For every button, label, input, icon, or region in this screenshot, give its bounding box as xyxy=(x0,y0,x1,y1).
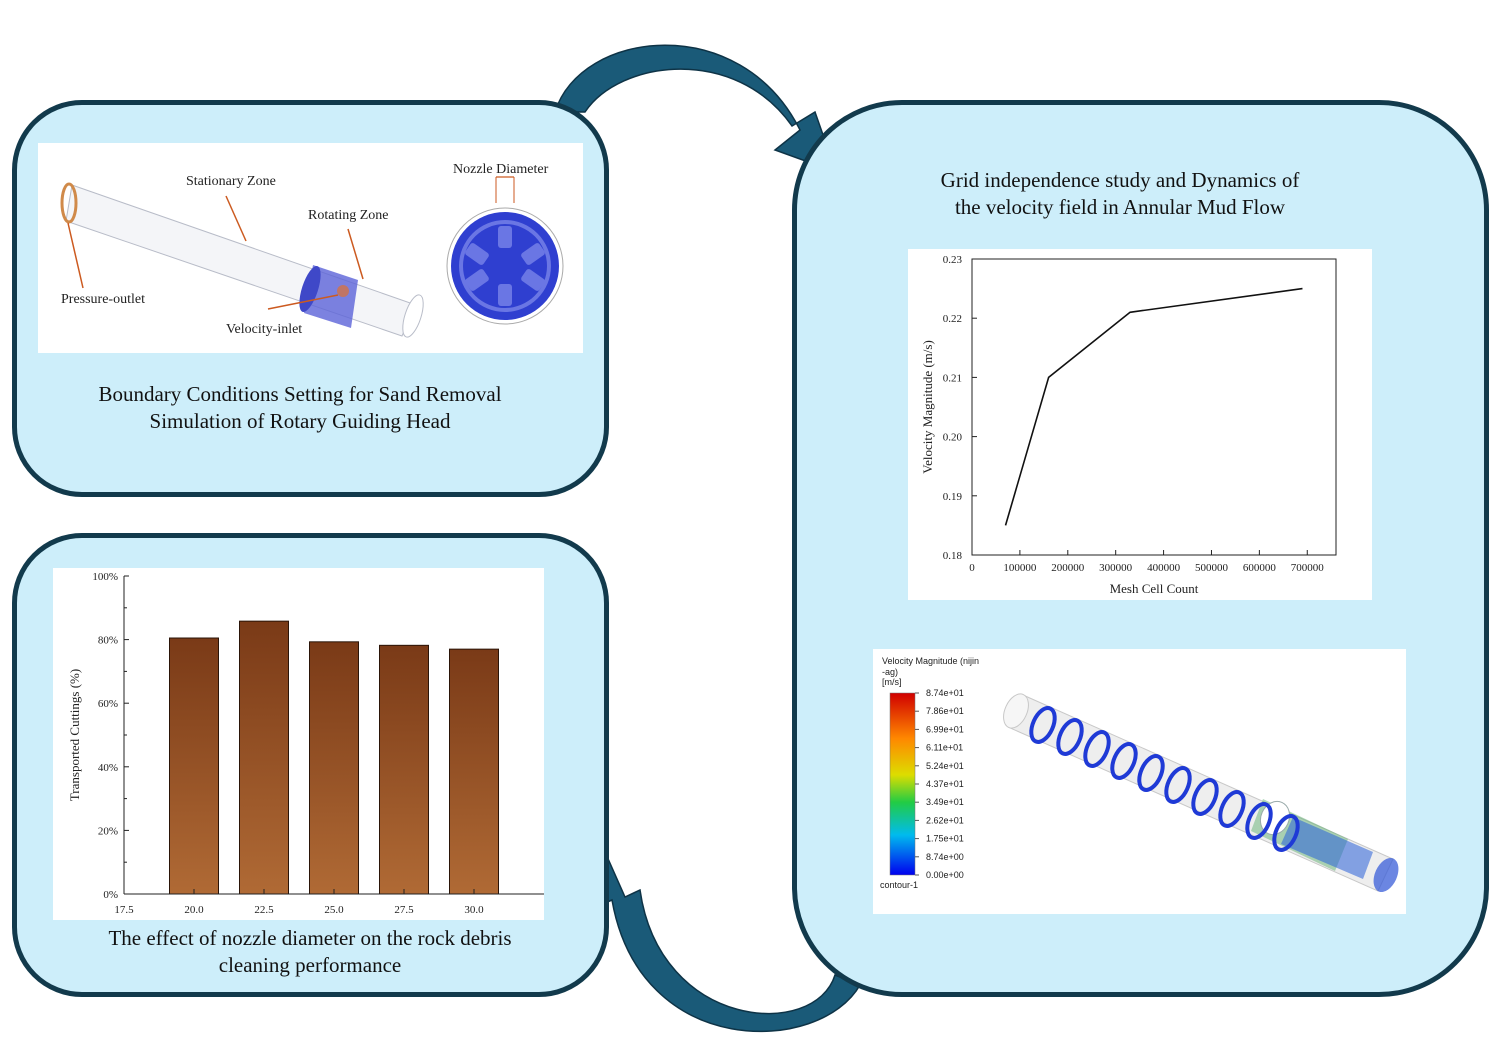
y-tick-label: 60% xyxy=(98,698,118,710)
helix-ring xyxy=(1191,778,1219,816)
boundary-conditions-figure: Stationary Zone Rotating Zone Pressure-o… xyxy=(38,143,583,353)
colorbar-tick-label: 6.99e+01 xyxy=(926,724,964,734)
velocity-contour-container: Velocity Magnitude (nijin -ag) [m/s] 8.7… xyxy=(873,649,1406,914)
x-tick-label: 20.0 xyxy=(184,904,204,916)
y-tick-label: 0.23 xyxy=(943,254,963,266)
pipe-render xyxy=(1003,693,1399,893)
rotating-zone-label: Rotating Zone xyxy=(308,208,389,223)
helix-ring xyxy=(1164,766,1192,804)
x-tick-label: 300000 xyxy=(1099,562,1133,574)
nozzle-marker xyxy=(337,285,349,297)
y-tick-label: 0% xyxy=(103,889,118,901)
x-tick-label: 30.0 xyxy=(464,904,484,916)
boundary-conditions-caption: Boundary Conditions Setting for Sand Rem… xyxy=(40,381,560,435)
colorbar-tick-label: 0.00e+00 xyxy=(926,870,964,880)
caption-line-1: The effect of nozzle diameter on the roc… xyxy=(108,926,512,950)
nozzle-diameter-label: Nozzle Diameter xyxy=(453,162,549,177)
colorbar-tick-label: 8.74e+00 xyxy=(926,852,964,862)
colorbar-tick-label: 5.24e+01 xyxy=(926,761,964,771)
helix-ring xyxy=(1272,814,1300,852)
caption-line-2: the velocity field in Annular Mud Flow xyxy=(954,195,1286,219)
x-tick-label: 22.5 xyxy=(254,904,274,916)
x-axis-label: Mesh Cell Count xyxy=(1110,581,1199,596)
helix-ring xyxy=(1110,742,1138,780)
x-tick-label: 100000 xyxy=(1003,562,1037,574)
y-tick-label: 80% xyxy=(98,635,118,647)
y-tick-label: 0.20 xyxy=(943,432,963,444)
contour-title-2: -ag) xyxy=(882,667,898,677)
stationary-leader xyxy=(225,195,247,242)
x-tick-label: 600000 xyxy=(1243,562,1277,574)
y-tick-label: 0.22 xyxy=(943,313,962,325)
pipe-end xyxy=(402,294,424,338)
colorbar-tick-label: 7.86e+01 xyxy=(926,706,964,716)
colorbar-tick-label: 2.62e+01 xyxy=(926,815,964,825)
y-tick-label: 0.21 xyxy=(943,372,962,384)
x-tick-label: 25.0 xyxy=(324,904,344,916)
x-tick-label: 400000 xyxy=(1147,562,1181,574)
colorbar-tick-label: 1.75e+01 xyxy=(926,834,964,844)
caption-line-2: cleaning performance xyxy=(218,953,402,977)
stationary-zone-label: Stationary Zone xyxy=(186,174,276,189)
rotating-zone-face xyxy=(299,266,321,312)
bar xyxy=(309,641,359,895)
y-axis-label: Transported Cuttings (%) xyxy=(67,669,82,801)
outlet-ring xyxy=(60,182,78,224)
nozzle-cross-section xyxy=(446,176,564,325)
bar xyxy=(169,637,219,895)
velocity-contour-figure: Velocity Magnitude (nijin -ag) [m/s] 8.7… xyxy=(880,656,1399,893)
helix-ring xyxy=(1245,802,1273,840)
x-tick-label: 700000 xyxy=(1291,562,1325,574)
bar xyxy=(239,620,289,895)
y-tick-label: 20% xyxy=(98,825,118,837)
helix-ring xyxy=(1218,790,1246,828)
velocity-leader xyxy=(267,294,339,310)
caption-line-1: Boundary Conditions Setting for Sand Rem… xyxy=(98,382,502,406)
contour-title-3: [m/s] xyxy=(882,677,902,687)
top-cycle-arrow xyxy=(553,44,838,174)
y-tick-label: 0.19 xyxy=(943,491,963,503)
bar xyxy=(449,648,499,895)
x-tick-label: 0 xyxy=(969,562,975,574)
helix-ring xyxy=(1056,718,1084,756)
contour-footer: contour-1 xyxy=(880,880,918,890)
x-tick-label: 27.5 xyxy=(394,904,414,916)
y-tick-label: 0.18 xyxy=(943,550,963,562)
bar-chart-container: 0% 20% 40% 60% 80% 100% 17.5 20.0 22.5 25.0 27.5 30… xyxy=(53,568,544,920)
velocity-inlet-label: Velocity-inlet xyxy=(226,322,302,337)
x-tick-label: 500000 xyxy=(1195,562,1229,574)
bar xyxy=(379,644,429,895)
nozzle-diameter-caption: The effect of nozzle diameter on the roc… xyxy=(50,925,570,979)
caption-line-1: Grid independence study and Dynamics of xyxy=(940,168,1300,192)
plot-frame xyxy=(971,258,1337,556)
contour-title-1: Velocity Magnitude (nijin xyxy=(882,656,979,666)
caption-line-2: Simulation of Rotary Guiding Head xyxy=(149,409,451,433)
rotating-leader xyxy=(347,228,364,280)
x-tick-label: 200000 xyxy=(1051,562,1085,574)
pressure-leader xyxy=(67,222,84,289)
y-axis-label: Velocity Magnitude (m/s) xyxy=(920,340,935,474)
pressure-outlet-label: Pressure-outlet xyxy=(61,292,145,307)
y-tick-label: 40% xyxy=(98,762,118,774)
colorbar xyxy=(889,692,916,876)
y-tick-label: 100% xyxy=(92,571,118,583)
grid-independence-caption: Grid independence study and Dynamics of … xyxy=(860,167,1380,221)
nozzle-diameter-bar-chart: 0% 20% 40% 60% 80% 100% 17.5 20.0 22.5 25.0 27.5 30… xyxy=(67,571,544,916)
geometry-diagram: Stationary Zone Rotating Zone Pressure-o… xyxy=(60,162,564,338)
helix-ring xyxy=(1137,754,1165,792)
colorbar-tick-label: 3.49e+01 xyxy=(926,797,964,807)
colorbar-tick-label: 4.37e+01 xyxy=(926,779,964,789)
colorbar-tick-label: 8.74e+01 xyxy=(926,688,964,698)
helix-ring xyxy=(1083,730,1111,768)
helix-ring xyxy=(1029,706,1057,744)
x-tick-label: 17.5 xyxy=(114,904,134,916)
velocity-series-line xyxy=(1004,287,1303,526)
grid-chart-container: 0.18 0.19 0.20 0.21 0.22 0.23 0 100000 200000 300… xyxy=(908,249,1372,600)
grid-independence-chart: 0.18 0.19 0.20 0.21 0.22 0.23 0 100000 200000 300… xyxy=(920,254,1337,596)
colorbar-tick-label: 6.11e+01 xyxy=(926,743,963,753)
colorbar-ticks: 8.74e+01 7.86e+01 6.99e+01 6.11e+01 5.24e+01… xyxy=(915,688,964,880)
